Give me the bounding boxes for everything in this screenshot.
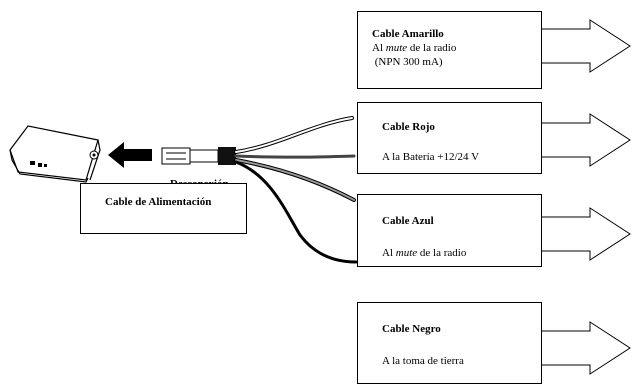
cable-desc: Al mute de la radio [372,42,457,54]
cable-title: Cable Rojo [382,121,435,133]
output-arrows [540,19,631,375]
cable-box-azul: Cable Azul Al mute de la radio [357,194,542,267]
direction-arrow-icon [108,142,152,168]
cable-box-rojo: Cable Rojo A la Batería +12/24 V [357,102,542,174]
arrow-negro [540,321,631,375]
cable-wires [234,116,358,264]
cable-box-amarillo: Cable Amarillo Al mute de la radio (NPN … [357,11,542,89]
cable-desc: A la Batería +12/24 V [382,151,480,163]
arrow-rojo [540,113,631,167]
cable-desc: A la toma de tierra [382,355,464,367]
arrow-amarillo [540,19,631,73]
cable-title: Cable Negro [382,323,441,335]
cable-spec: (NPN 300 mA) [372,56,443,68]
cable-title: Cable Amarillo [372,28,444,40]
cable-title: Cable Azul [382,215,434,227]
cable-desc: Al mute de la radio [382,247,467,259]
connector-icon [161,147,236,165]
power-cable-box: Cable de Alimentación [80,183,247,234]
gps-tracker-device-icon [9,125,101,183]
cable-box-negro: Cable Negro A la toma de tierra [357,302,542,384]
power-cable-label: Cable de Alimentación [105,196,212,208]
arrow-azul [540,207,631,261]
